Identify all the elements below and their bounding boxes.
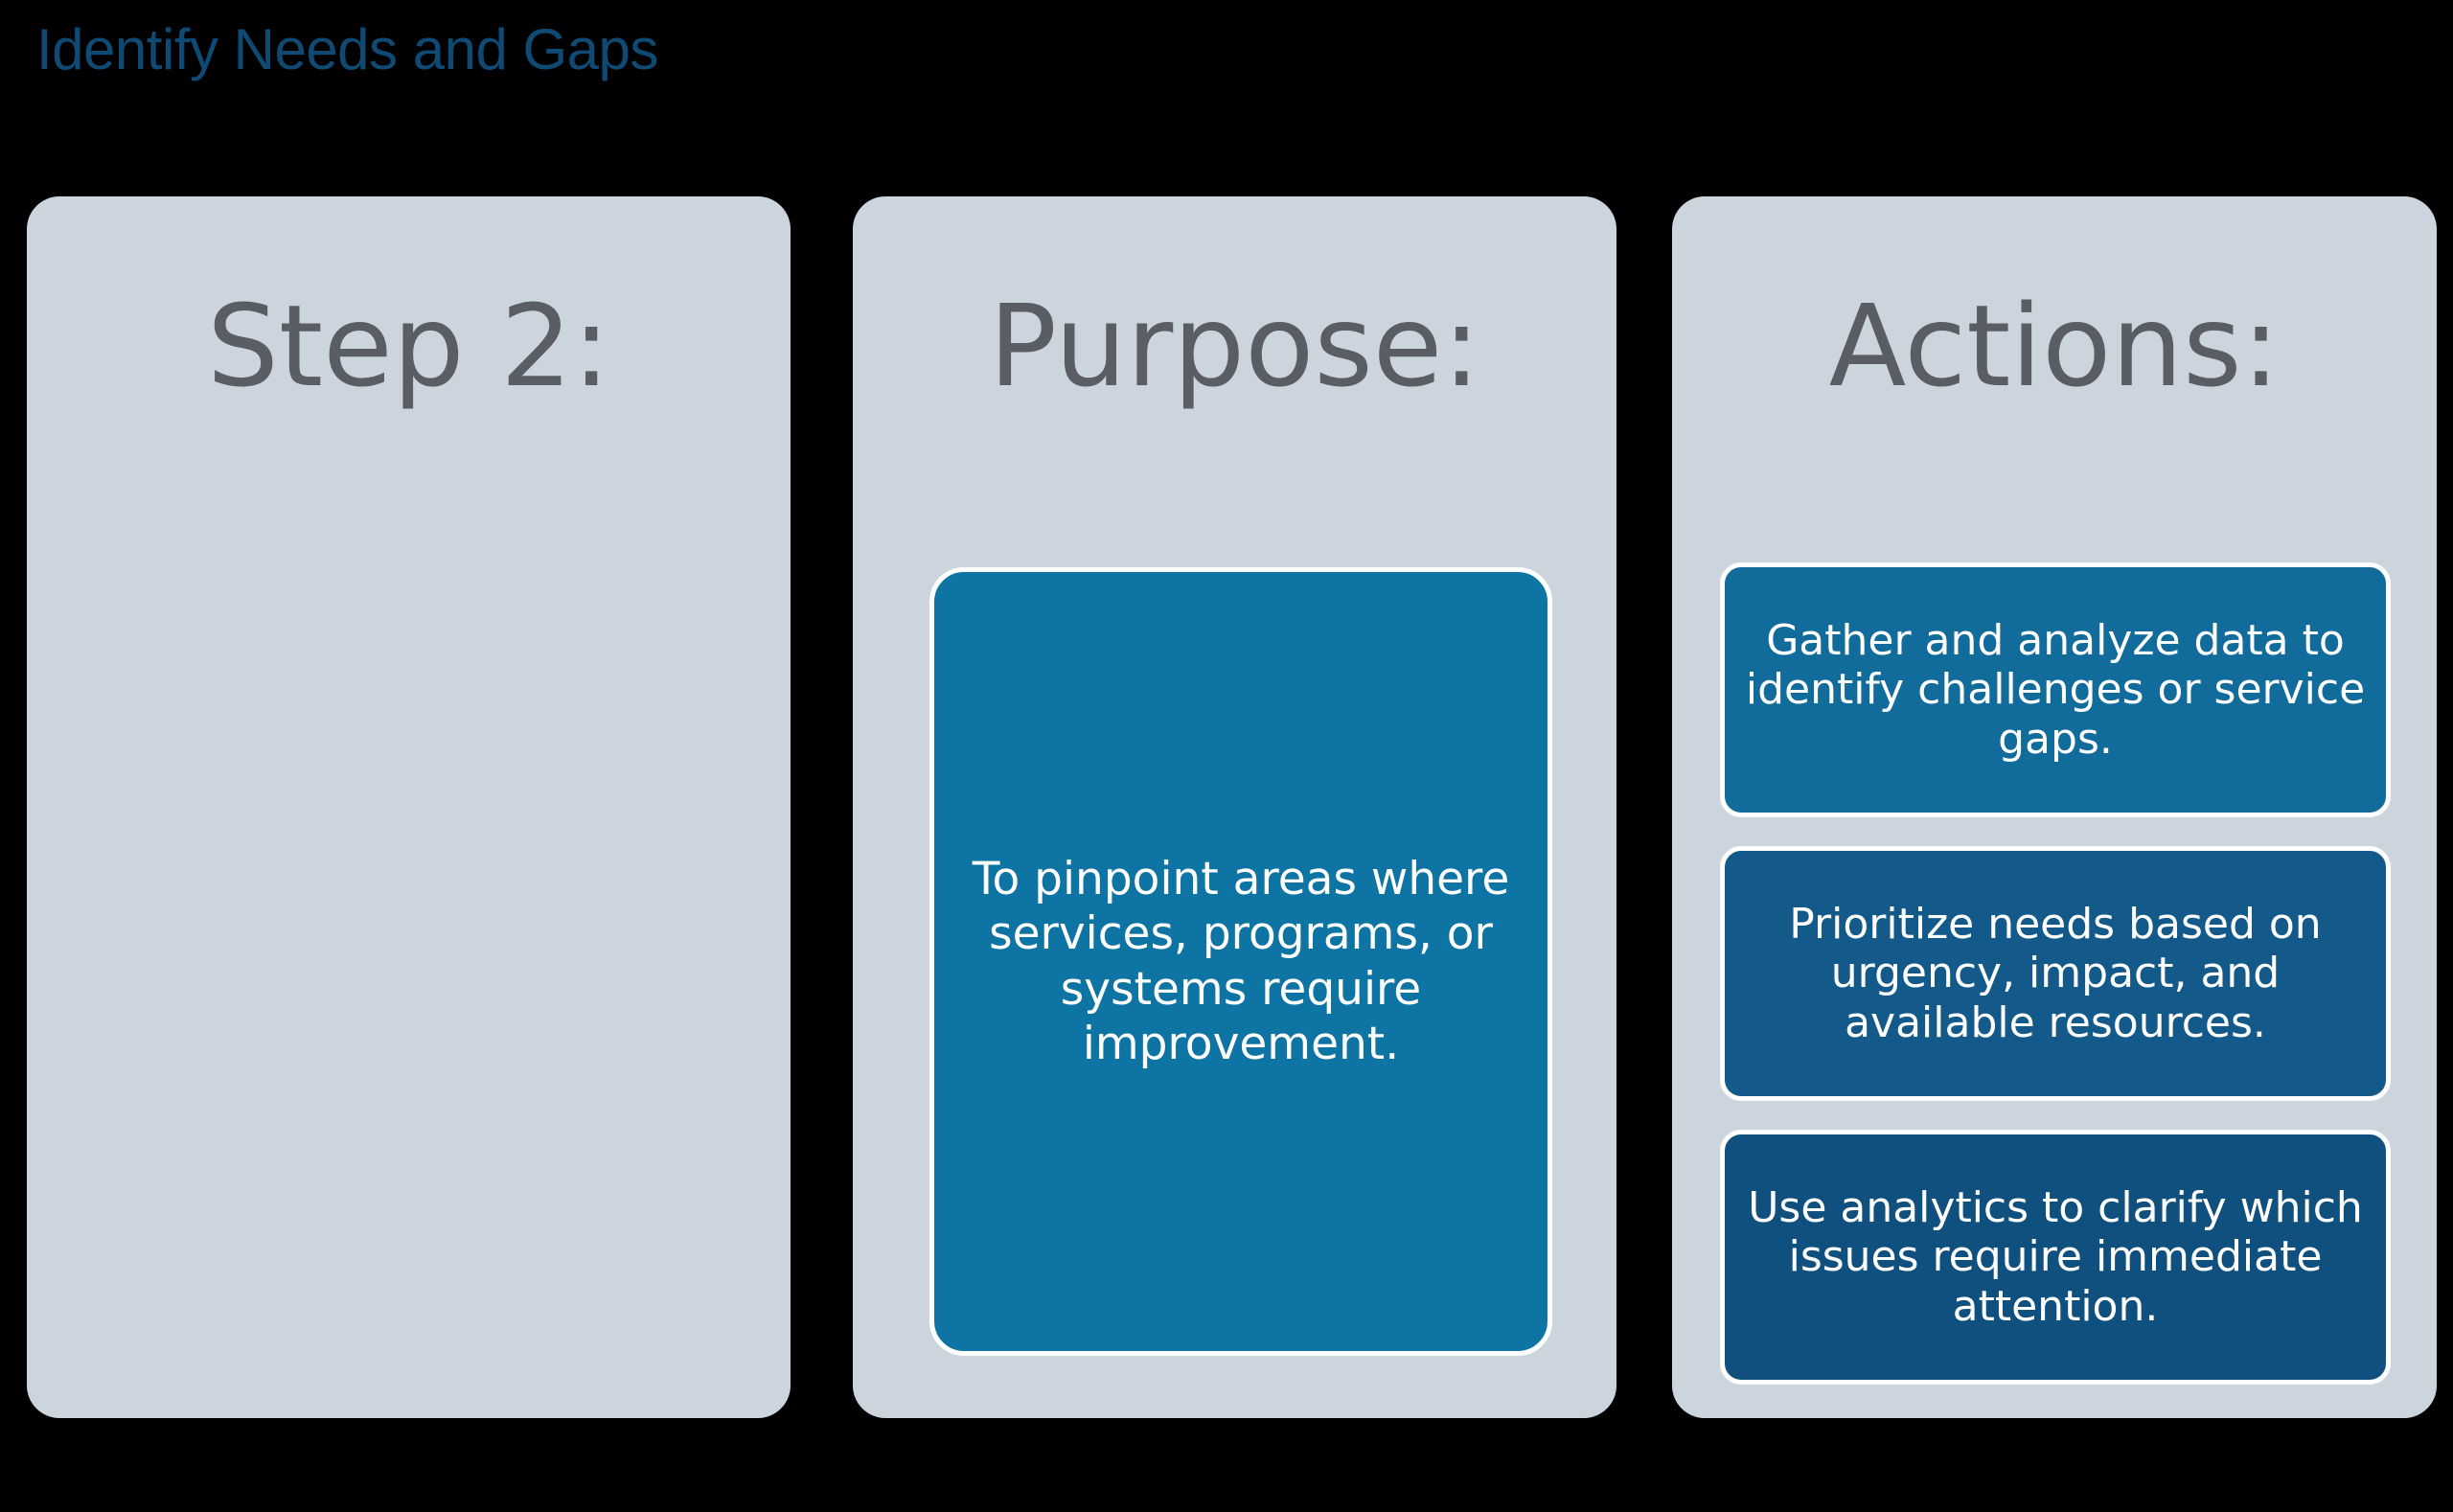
card-step: Step 2:: [27, 196, 791, 1418]
action-item: Prioritize needs based on urgency, impac…: [1720, 846, 2391, 1101]
card-step-heading: Step 2:: [206, 280, 610, 412]
card-purpose-heading: Purpose:: [988, 280, 1481, 412]
page-title: Identify Needs and Gaps: [36, 17, 658, 81]
action-item-text: Use analytics to clarify which issues re…: [1748, 1183, 2363, 1331]
action-item-text: Prioritize needs based on urgency, impac…: [1789, 900, 2322, 1047]
card-actions: Actions: Gather and analyze data to iden…: [1672, 196, 2437, 1418]
card-purpose: Purpose: To pinpoint areas where service…: [853, 196, 1616, 1418]
action-item: Gather and analyze data to identify chal…: [1720, 562, 2391, 817]
action-item: Use analytics to clarify which issues re…: [1720, 1130, 2391, 1385]
card-actions-heading: Actions:: [1828, 280, 2281, 412]
actions-list: Gather and analyze data to identify chal…: [1720, 562, 2391, 1415]
purpose-panel-text: To pinpoint areas where services, progra…: [972, 852, 1510, 1070]
action-item-text: Gather and analyze data to identify chal…: [1745, 616, 2366, 764]
purpose-panel: To pinpoint areas where services, progra…: [929, 567, 1552, 1356]
